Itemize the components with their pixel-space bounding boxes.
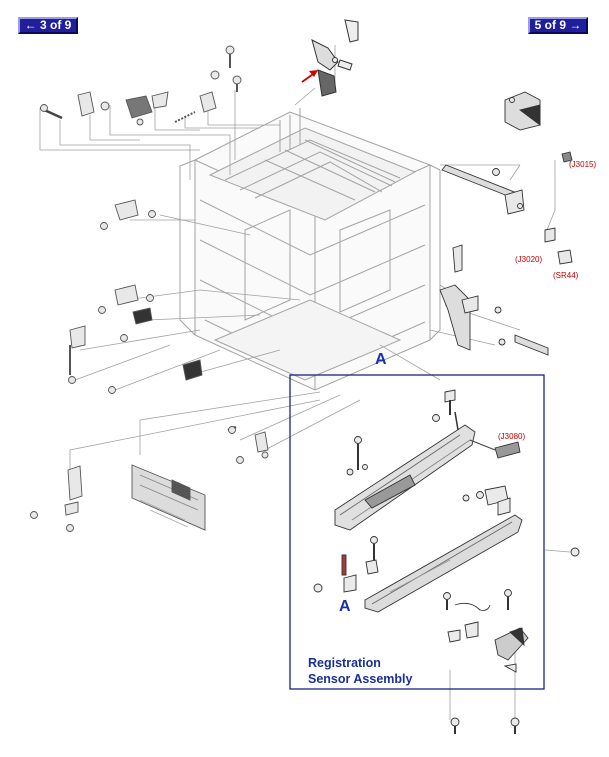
inset-title-line1: Registration: [308, 656, 381, 670]
callout-j3020: (J3020): [515, 255, 542, 264]
callout-sr44: (SR44): [553, 271, 579, 280]
red-arrowhead-icon: [309, 70, 318, 77]
top-center-bracket: [311, 19, 359, 97]
registration-sensor-parts: [313, 389, 580, 734]
registration-inset-frame: [289, 374, 545, 690]
leader-lines: [39, 45, 571, 720]
next-page-button[interactable]: 5 of 9 →: [528, 17, 588, 34]
callout-j3080: (J3080): [498, 432, 525, 441]
previous-page-button[interactable]: ← 3 of 9: [18, 17, 78, 34]
inset-title-line2: Sensor Assembly: [308, 672, 412, 686]
left-hardware-group: [30, 45, 269, 532]
marker-a-inset: A: [339, 598, 351, 615]
callout-j3015: (J3015): [569, 160, 596, 169]
marker-a-main: A: [375, 351, 387, 368]
right-upper-parts: [439, 91, 573, 356]
main-chassis-frame: [179, 108, 441, 391]
